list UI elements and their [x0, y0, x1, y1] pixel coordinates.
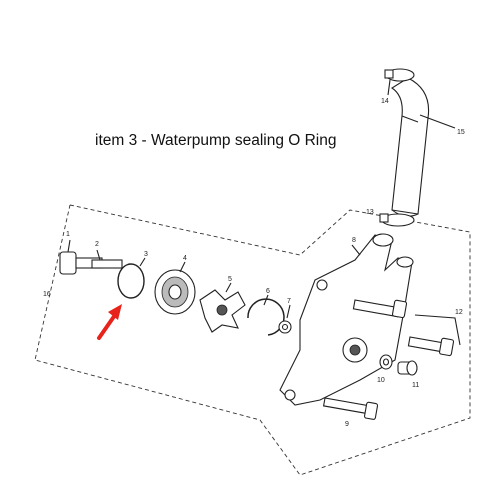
hose-clamp-bottom — [379, 213, 415, 227]
bolt-item-12-b — [407, 336, 455, 357]
pump-shaft — [91, 249, 123, 269]
callout-3: 3 — [144, 251, 148, 258]
callout-1: 1 — [66, 231, 70, 238]
pointer-arrow — [97, 304, 122, 340]
callout-2: 2 — [95, 241, 99, 248]
bolt-item-12-a — [352, 299, 408, 319]
drain-plug-item-11 — [397, 360, 418, 376]
hose-clamp-top — [384, 68, 415, 96]
bearing-item-4 — [154, 261, 196, 315]
impeller-item-5 — [199, 282, 246, 333]
bolt-item-9 — [322, 397, 379, 420]
callout-7: 7 — [287, 298, 291, 305]
callout-16: 16 — [43, 291, 51, 298]
circlip-item-6 — [247, 294, 285, 336]
callout-11: 11 — [412, 382, 419, 389]
pump-housing — [279, 233, 414, 406]
callout-14: 14 — [381, 98, 389, 105]
callout-6: 6 — [266, 288, 270, 295]
washer-item-7 — [278, 304, 292, 334]
assembly-group-outline — [34, 204, 471, 476]
callout-5: 5 — [228, 276, 232, 283]
callout-4: 4 — [183, 255, 187, 262]
diagram-caption: item 3 - Waterpump sealing O Ring — [95, 132, 337, 149]
coolant-hose — [390, 77, 456, 217]
washer-item-10 — [379, 354, 393, 370]
callout-9: 9 — [345, 421, 349, 428]
callout-12: 12 — [455, 309, 463, 316]
callout-13: 13 — [366, 209, 374, 216]
o-ring-item-3 — [117, 257, 146, 299]
callout-8: 8 — [352, 237, 356, 244]
callout-10: 10 — [377, 377, 385, 384]
callout-15: 15 — [457, 129, 465, 136]
